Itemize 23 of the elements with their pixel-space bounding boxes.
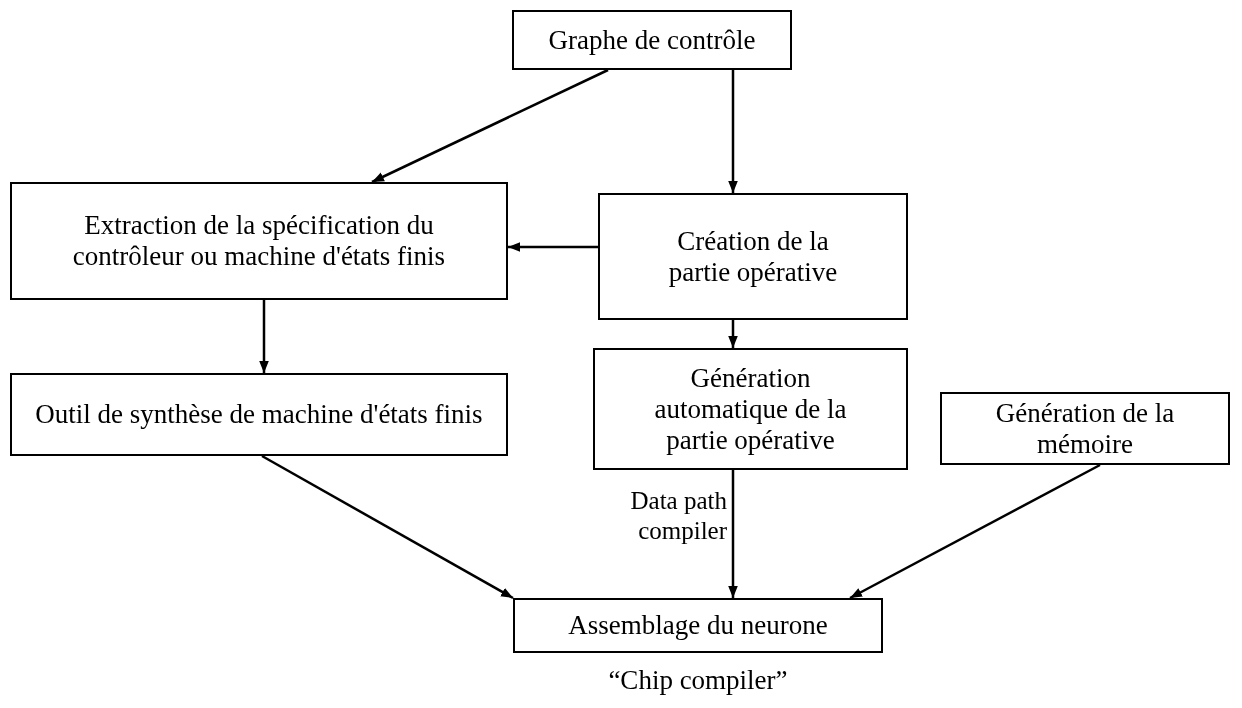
process-box	[593, 348, 908, 470]
box-text: Génération de la mémoire	[994, 397, 1176, 460]
arrow	[728, 320, 738, 348]
arrow	[849, 463, 1101, 600]
process-box	[940, 392, 1230, 465]
box-text: Graphe de contrôle	[548, 24, 756, 56]
box-text: Assemblage du neurone	[568, 610, 828, 641]
box-text: Outil de synthèse de machine d'états finis	[35, 399, 483, 430]
arrow	[371, 68, 609, 184]
caption-text: “Chip compiler”	[607, 665, 789, 696]
process-box	[10, 373, 508, 456]
arrow	[728, 470, 738, 598]
process-box	[512, 10, 792, 70]
arrow	[261, 454, 514, 600]
box-text: Génération automatique de la partie opérative	[653, 362, 848, 456]
arrow	[508, 242, 598, 252]
box-text: Création de la partie opérative	[667, 225, 839, 288]
process-box	[513, 598, 883, 653]
box-text: Extraction de la spécification du contrôleur ou machine d'états finis	[71, 210, 447, 272]
process-box	[598, 193, 908, 320]
arrow	[728, 70, 738, 193]
arrow	[259, 300, 269, 373]
process-box	[10, 182, 508, 300]
